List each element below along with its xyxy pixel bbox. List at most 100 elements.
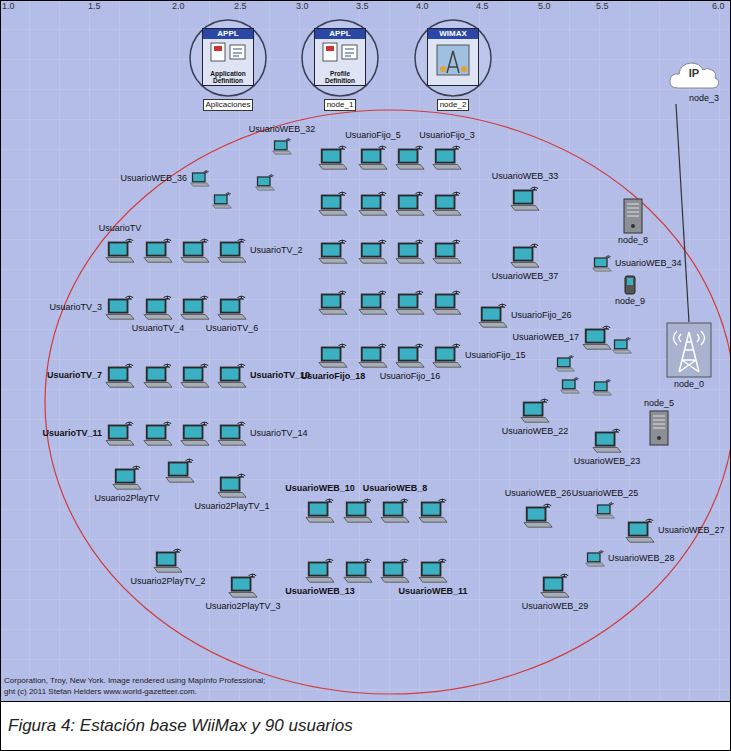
network-node: UsuarioTV [98, 223, 143, 265]
network-node: UsuarioWEB_13 [284, 555, 356, 597]
network-node: Usuario2PlayTV [93, 462, 160, 504]
definition-icon: APPLApplication Definition [188, 18, 268, 98]
node-label: UsuarioWEB_29 [521, 601, 590, 612]
axis-number: 6.0 [712, 1, 725, 11]
sm-icon [592, 253, 612, 273]
network-node: UsuarioFijo_15 [432, 340, 527, 370]
ip-cloud: IPnode_3 [668, 58, 720, 104]
lap-icon [592, 425, 622, 455]
node-label: node_1 [324, 99, 357, 111]
lap-icon [523, 500, 553, 530]
network-node: Usuario2PlayTV_2 [129, 545, 206, 587]
node-label: node_5 [643, 398, 675, 409]
node-label: UsuarioWEB_34 [614, 258, 683, 269]
network-node: UsuarioTV_7 [46, 360, 135, 390]
ph-icon [624, 275, 636, 295]
node-label: UsuarioTV_6 [205, 323, 260, 334]
lap-icon [105, 360, 135, 390]
lap-icon [510, 183, 540, 213]
srv-icon [622, 198, 644, 234]
node-label: UsuarioWEB_10 [284, 483, 356, 494]
axis-number: 4.5 [476, 1, 489, 11]
lap-icon [217, 292, 247, 322]
node-label: node_0 [673, 379, 705, 390]
node-label: UsuarioFijo_5 [344, 130, 402, 141]
network-node: UsuarioWEB_22 [501, 395, 570, 437]
sm-icon [595, 500, 615, 520]
node-label: Usuario2PlayTV_1 [193, 501, 270, 512]
node-label: UsuarioWEB_37 [491, 271, 560, 282]
unlabeled-laptops [144, 146, 631, 582]
node-label: node_3 [688, 93, 720, 104]
network-node: UsuarioTV_10 [217, 360, 311, 390]
srv-icon [648, 410, 670, 446]
axis-number: 5.5 [596, 1, 609, 11]
lap-icon [478, 300, 508, 330]
axis-number: 1.0 [2, 1, 15, 11]
network-node: UsuarioWEB_33 [491, 171, 560, 213]
lap-icon [432, 142, 462, 172]
network-node: UsuarioWEB_36 [119, 168, 210, 188]
definition-node: APPLProfile Definitionnode_1 [300, 18, 380, 111]
node-label: UsuarioTV_2 [249, 245, 304, 256]
icon-box: APPLApplication Definition [202, 28, 254, 86]
lap-icon [510, 240, 540, 270]
figure-caption: Figura 4: Estación base WiiMax y 90 usua… [8, 716, 353, 736]
node-label: Usuario2PlayTV_2 [129, 576, 206, 587]
network-node: UsuarioWEB_8 [362, 483, 429, 525]
network-node: UsuarioWEB_29 [521, 570, 590, 612]
axis-number: 2.0 [172, 1, 185, 11]
node-label: UsuarioFijo_16 [379, 371, 442, 382]
node-label: Usuario2PlayTV [93, 493, 160, 504]
lap-icon [625, 515, 655, 545]
node-label: node_2 [437, 99, 470, 111]
node-label: Usuario2PlayTV_3 [204, 601, 281, 612]
lap-icon [143, 292, 173, 322]
lap-icon [540, 570, 570, 600]
node-label: UsuarioWEB_13 [284, 586, 356, 597]
lap-icon [228, 570, 258, 600]
network-node: UsuarioWEB_34 [592, 253, 683, 273]
icon-title: Profile Definition [315, 70, 365, 85]
network-node: UsuarioFijo_3 [418, 130, 476, 172]
node-label: UsuarioWEB_17 [511, 332, 580, 343]
lap-icon [358, 142, 388, 172]
lap-icon [395, 340, 425, 370]
definition-node: WIMAX node_2 [413, 18, 493, 111]
network-node: UsuarioWEB_10 [284, 483, 356, 525]
network-node: UsuarioFijo_16 [379, 340, 442, 382]
axis-number: 4.0 [416, 1, 429, 11]
network-node: UsuarioTV_3 [48, 292, 135, 322]
network-node: UsuarioWEB_32 [248, 124, 317, 156]
sm-icon [190, 168, 210, 188]
sm-icon [272, 136, 292, 156]
node-label: UsuarioTV_3 [48, 302, 103, 313]
network-node: UsuarioWEB_27 [625, 515, 726, 545]
lap-icon [318, 340, 348, 370]
lap-icon [520, 395, 550, 425]
icon-header: APPL [203, 29, 253, 39]
lap-icon [153, 545, 183, 575]
node-label: node_8 [617, 235, 649, 246]
node-label: UsuarioWEB_11 [397, 586, 468, 597]
network-node: UsuarioTV_6 [205, 292, 260, 334]
network-node: Usuario2PlayTV_3 [204, 570, 281, 612]
icon-picture [208, 41, 248, 65]
lap-icon [217, 418, 247, 448]
lap-icon [217, 235, 247, 265]
icon-header: WIMAX [428, 29, 478, 39]
network-node: UsuarioWEB_11 [397, 555, 468, 597]
lap-icon [380, 495, 410, 525]
node-label: UsuarioWEB_27 [657, 525, 726, 536]
node-label: UsuarioWEB_22 [501, 426, 570, 437]
lap-icon [112, 462, 142, 492]
node-label: UsuarioTV_14 [249, 428, 309, 439]
lap-icon [217, 360, 247, 390]
node-label: UsuarioTV_11 [41, 428, 103, 439]
node-label: UsuarioTV_4 [131, 323, 186, 334]
copyright-note: Corporation, Troy, New York. Image rende… [4, 676, 265, 685]
lap-icon [305, 555, 335, 585]
network-node: UsuarioWEB_23 [573, 425, 642, 467]
network-node: UsuarioWEB_37 [491, 240, 560, 282]
network-node: Usuario2PlayTV_1 [193, 470, 270, 512]
